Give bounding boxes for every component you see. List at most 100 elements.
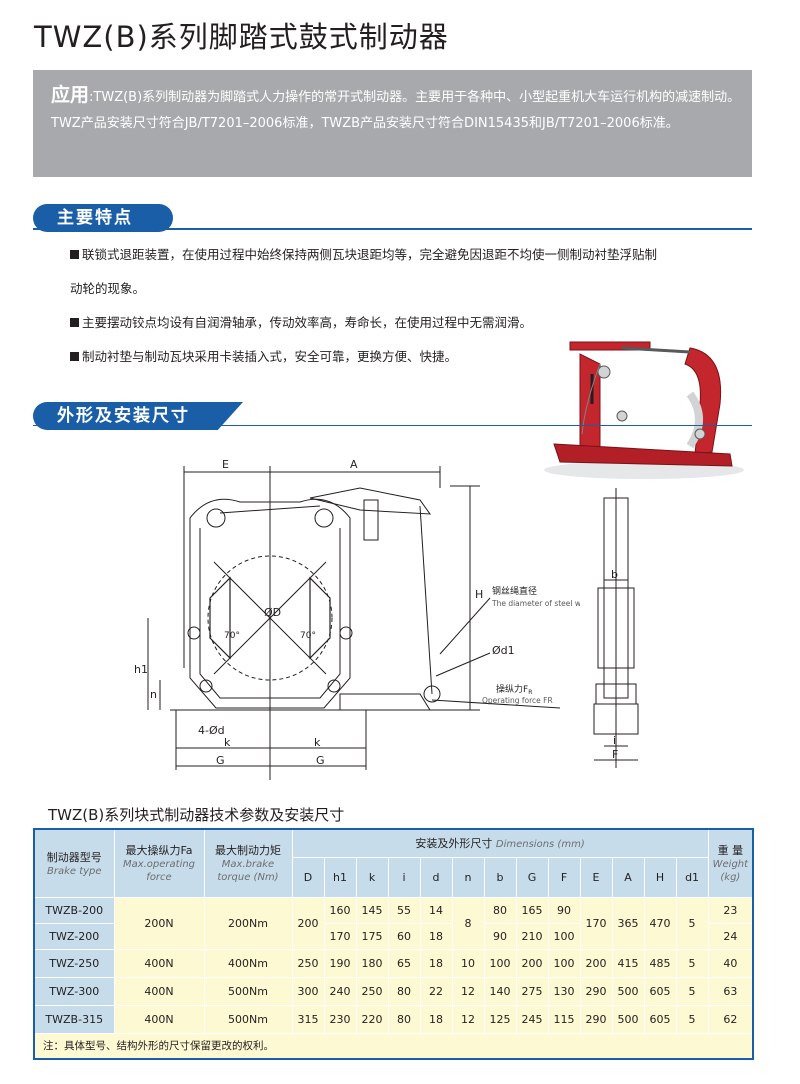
cell-g: 275	[515, 976, 549, 1006]
force-label-cn: 操纵力FR	[496, 683, 532, 696]
feature-item-1: 联锁式退距装置，在使用过程中始终保持两侧瓦块退距均等，完全避免因退距不均使一侧制…	[70, 238, 657, 272]
dim-label-h1: h1	[134, 663, 148, 676]
table-note: 注：具体型号、结构外形的尺寸保留更改的权利。	[33, 1032, 754, 1060]
cell-h1: 230	[323, 1004, 357, 1034]
cell-a: 500	[611, 976, 645, 1006]
cell-weight: 62	[707, 1004, 754, 1034]
features-rule	[33, 228, 752, 230]
cell-force: 400N	[113, 948, 205, 978]
intro-box: 应用:TWZ(B)系列制动器为脚踏式人力操作的常开式制动器。主要用于各种中、小型…	[33, 70, 752, 177]
features-heading: 主要特点	[33, 204, 173, 232]
dim-label-k-right: k	[314, 736, 321, 749]
dim-label-b: b	[611, 568, 618, 581]
cell-k: 250	[355, 976, 389, 1006]
col-dim-n: n	[451, 856, 485, 898]
cell-e: 290	[579, 976, 613, 1006]
dim-label-d: ØD	[264, 606, 281, 619]
cell-g: 245	[515, 1004, 549, 1034]
dim-label-d1: Ød1	[492, 644, 515, 657]
cell-b: 125	[483, 1004, 517, 1034]
cell-d1: 5	[675, 948, 709, 978]
cell-d: 22	[419, 976, 453, 1006]
col-dim-d1: d1	[675, 856, 709, 898]
front-view-drawing: E A H ØD 70° 70° h1 n 4-Ød k k G G 钢丝绳直径…	[134, 458, 580, 780]
col-dim-i: i	[387, 856, 421, 898]
cell-g: 200	[515, 948, 549, 978]
cell-b: 100	[483, 948, 517, 978]
cell-h: 605	[643, 1004, 677, 1034]
col-dim-f: F	[547, 856, 581, 898]
angle-left: 70°	[224, 631, 240, 641]
col-dim-h1: h1	[323, 856, 357, 898]
cell-torque: 400Nm	[203, 948, 293, 978]
cell-torque: 500Nm	[203, 976, 293, 1006]
wire-label-cn: 钢丝绳直径	[492, 585, 537, 597]
cell-d1: 5	[675, 1004, 709, 1034]
intro-text: 应用:TWZ(B)系列制动器为脚踏式人力操作的常开式制动器。主要用于各种中、小型…	[51, 82, 742, 137]
dimensions-rule	[33, 425, 752, 426]
cell-force: 400N	[113, 976, 205, 1006]
cell-h: 605	[643, 976, 677, 1006]
cell-a: 415	[611, 948, 645, 978]
cell-n: 12	[451, 1004, 485, 1034]
dim-label-i: i	[613, 734, 616, 747]
cell-e: 290	[579, 1004, 613, 1034]
cell-d: 18	[419, 948, 453, 978]
intro-lead: 应用	[51, 84, 90, 106]
table-title: TWZ(B)系列块式制动器技术参数及安装尺寸	[48, 806, 345, 824]
cell-h1: 240	[323, 976, 357, 1006]
cell-b: 140	[483, 976, 517, 1006]
cell-k: 220	[355, 1004, 389, 1034]
cell-i: 80	[387, 976, 421, 1006]
feature-item-2: 主要摆动铰点均设有自润滑轴承，传动效率高，寿命长，在使用过程中无需润滑。	[70, 306, 532, 340]
angle-right: 70°	[300, 631, 316, 641]
col-dim-k: k	[355, 856, 389, 898]
col-dim-d: D	[291, 856, 325, 898]
dim-label-f: F	[612, 748, 618, 761]
cell-f: 100	[547, 948, 581, 978]
col-dim-d: d	[419, 856, 453, 898]
col-dim-g: G	[515, 856, 549, 898]
cell-a: 500	[611, 1004, 645, 1034]
bullet-square-icon	[70, 352, 79, 361]
brake-product-photo	[544, 341, 744, 479]
feature-item-1-cont: 动轮的现象。	[70, 281, 146, 296]
cell-n: 12	[451, 976, 485, 1006]
force-label-en: Operating force FR	[482, 696, 553, 705]
wire-label-en: The diameter of steel wire	[491, 599, 580, 608]
dim-label-n: n	[150, 688, 157, 701]
cell-d: 18	[419, 1004, 453, 1034]
col-dimensions: 安装及外形尺寸 Dimensions (mm)	[291, 828, 709, 858]
dim-label-g-left: G	[216, 754, 225, 767]
cell-f: 130	[547, 976, 581, 1006]
cell-k: 180	[355, 948, 389, 978]
bullet-square-icon	[70, 250, 79, 259]
cell-weight: 63	[707, 976, 754, 1006]
table-note-row: 注：具体型号、结构外形的尺寸保留更改的权利。	[33, 1032, 754, 1060]
feature-item-3: 制动衬垫与制动瓦块采用卡装插入式，安全可靠，更换方便、快捷。	[70, 340, 457, 374]
cell-model: TWZ-300	[33, 976, 115, 1006]
cell-i: 65	[387, 948, 421, 978]
cell-d: 300	[291, 976, 325, 1006]
cell-f: 115	[547, 1004, 581, 1034]
dim-label-4d: 4-Ød	[198, 724, 225, 737]
cell-model: TWZ-250	[33, 948, 115, 978]
cell-weight: 40	[707, 948, 754, 978]
cell-d: 315	[291, 1004, 325, 1034]
col-dim-h: H	[643, 856, 677, 898]
cell-h1: 190	[323, 948, 357, 978]
cell-e: 200	[579, 948, 613, 978]
cell-model: TWZB-315	[33, 1004, 115, 1034]
cell-h: 485	[643, 948, 677, 978]
col-dim-e: E	[579, 856, 613, 898]
cell-d: 250	[291, 948, 325, 978]
